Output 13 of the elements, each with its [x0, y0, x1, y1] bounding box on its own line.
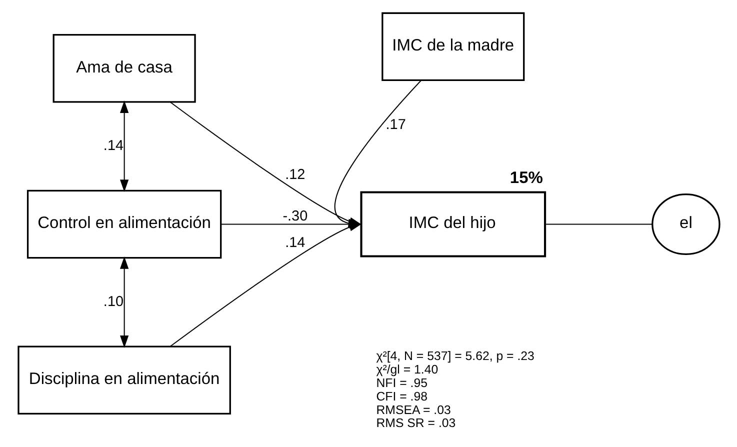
edge-label: .14 [102, 138, 124, 154]
label: NFI = .95 [376, 375, 427, 390]
label: RMSEA = .03 [376, 402, 450, 416]
label: χ²[4, N = 537] = 5.62, p = .23 [376, 348, 534, 363]
node-label: 15% [509, 168, 542, 186]
label: χ²/gl = 1.40 [376, 362, 438, 376]
edge-label: .14 [284, 234, 305, 251]
edge-label: .10 [102, 294, 124, 310]
label: RMS SR = .03 [376, 416, 456, 430]
edge-label: .17 [385, 116, 406, 132]
edge-label: -.30 [282, 208, 308, 224]
label: CFI = .98 [376, 388, 427, 403]
edge-label: .12 [284, 166, 305, 183]
